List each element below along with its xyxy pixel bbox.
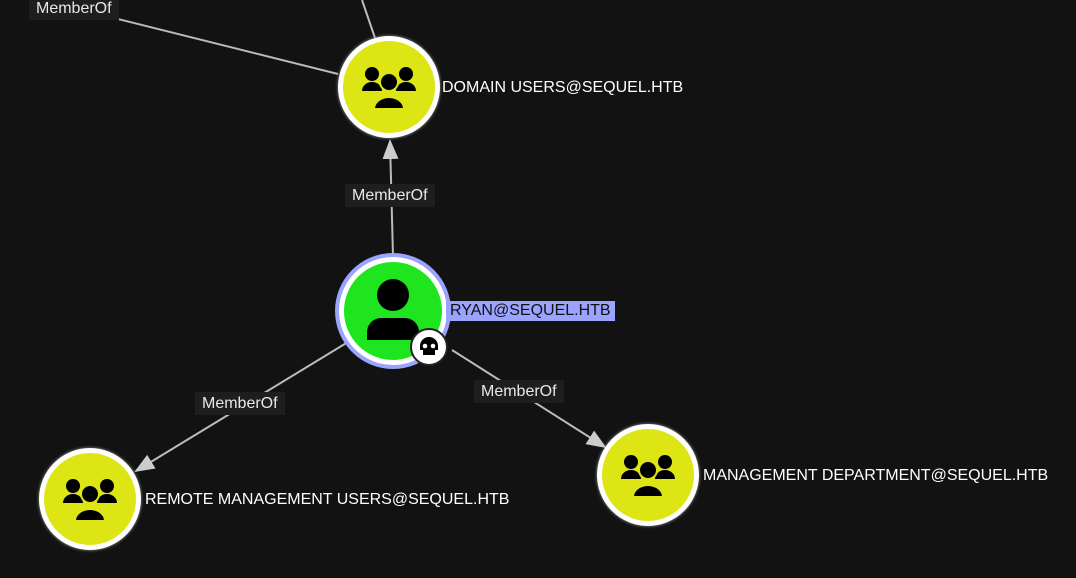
owned-badge — [410, 328, 448, 366]
node-ryan[interactable] — [339, 257, 447, 365]
edge-label[interactable]: MemberOf — [195, 392, 285, 415]
edge-label[interactable]: MemberOf — [345, 184, 435, 207]
skull-icon — [420, 337, 438, 355]
node-label[interactable]: DOMAIN USERS@SEQUEL.HTB — [442, 79, 684, 96]
group-icon — [362, 67, 416, 109]
edge-label[interactable]: MemberOf — [29, 0, 119, 20]
node-label[interactable]: REMOTE MANAGEMENT USERS@SEQUEL.HTB — [145, 491, 510, 508]
edge-offscreen-2[interactable] — [361, 0, 376, 39]
edge-offscreen-1[interactable] — [89, 11, 339, 75]
node-remote-management-users[interactable] — [39, 448, 141, 550]
node-label-selected[interactable]: RYAN@SEQUEL.HTB — [446, 301, 615, 321]
group-icon — [63, 479, 117, 521]
group-icon — [621, 455, 675, 497]
node-label[interactable]: MANAGEMENT DEPARTMENT@SEQUEL.HTB — [703, 467, 1049, 484]
node-domain-users[interactable] — [338, 36, 440, 138]
node-management-department[interactable] — [597, 424, 699, 526]
edge-label[interactable]: MemberOf — [474, 380, 564, 403]
user-icon — [367, 279, 419, 340]
